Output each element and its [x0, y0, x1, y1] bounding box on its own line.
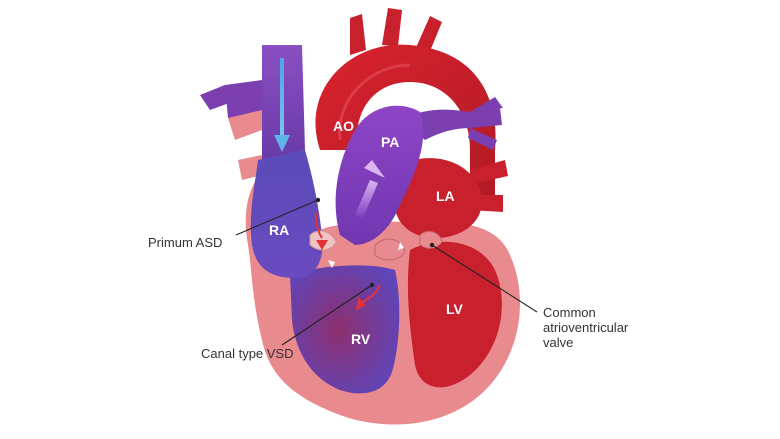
leader-primum-asd [235, 199, 319, 236]
right-atrium [250, 150, 323, 278]
label-la: LA [436, 188, 455, 204]
flow-arrow-svc [274, 58, 290, 152]
leader-av-valve [431, 244, 538, 313]
pulmonary-artery-branch-right [400, 108, 502, 140]
left-ventricle [407, 241, 502, 388]
flow-arrow-pa [355, 160, 385, 218]
callout-av-valve-line3: valve [543, 335, 573, 350]
label-rv: RV [351, 331, 371, 347]
flow-arrow-vsd [356, 284, 381, 310]
callout-primum-asd: Primum ASD [148, 235, 222, 250]
right-ventricle [290, 265, 400, 394]
callout-av-valve-line1: Common [543, 305, 596, 320]
label-pa: PA [381, 134, 399, 150]
leader-canal-vsd [281, 284, 373, 346]
callout-av-valve: Common atrioventricular valve [543, 305, 632, 350]
flow-arrow-asd [314, 211, 328, 250]
aortic-arch-branches [350, 8, 442, 56]
label-ra: RA [269, 222, 289, 238]
left-atrium [395, 158, 482, 239]
av-valve-leaflets [309, 230, 443, 268]
pulmonary-artery-branch-left [225, 80, 268, 120]
label-lv: LV [446, 301, 464, 317]
callout-av-valve-line2: atrioventricular [543, 320, 629, 335]
callout-canal-vsd: Canal type VSD [201, 346, 294, 361]
label-ao: AO [333, 118, 354, 134]
